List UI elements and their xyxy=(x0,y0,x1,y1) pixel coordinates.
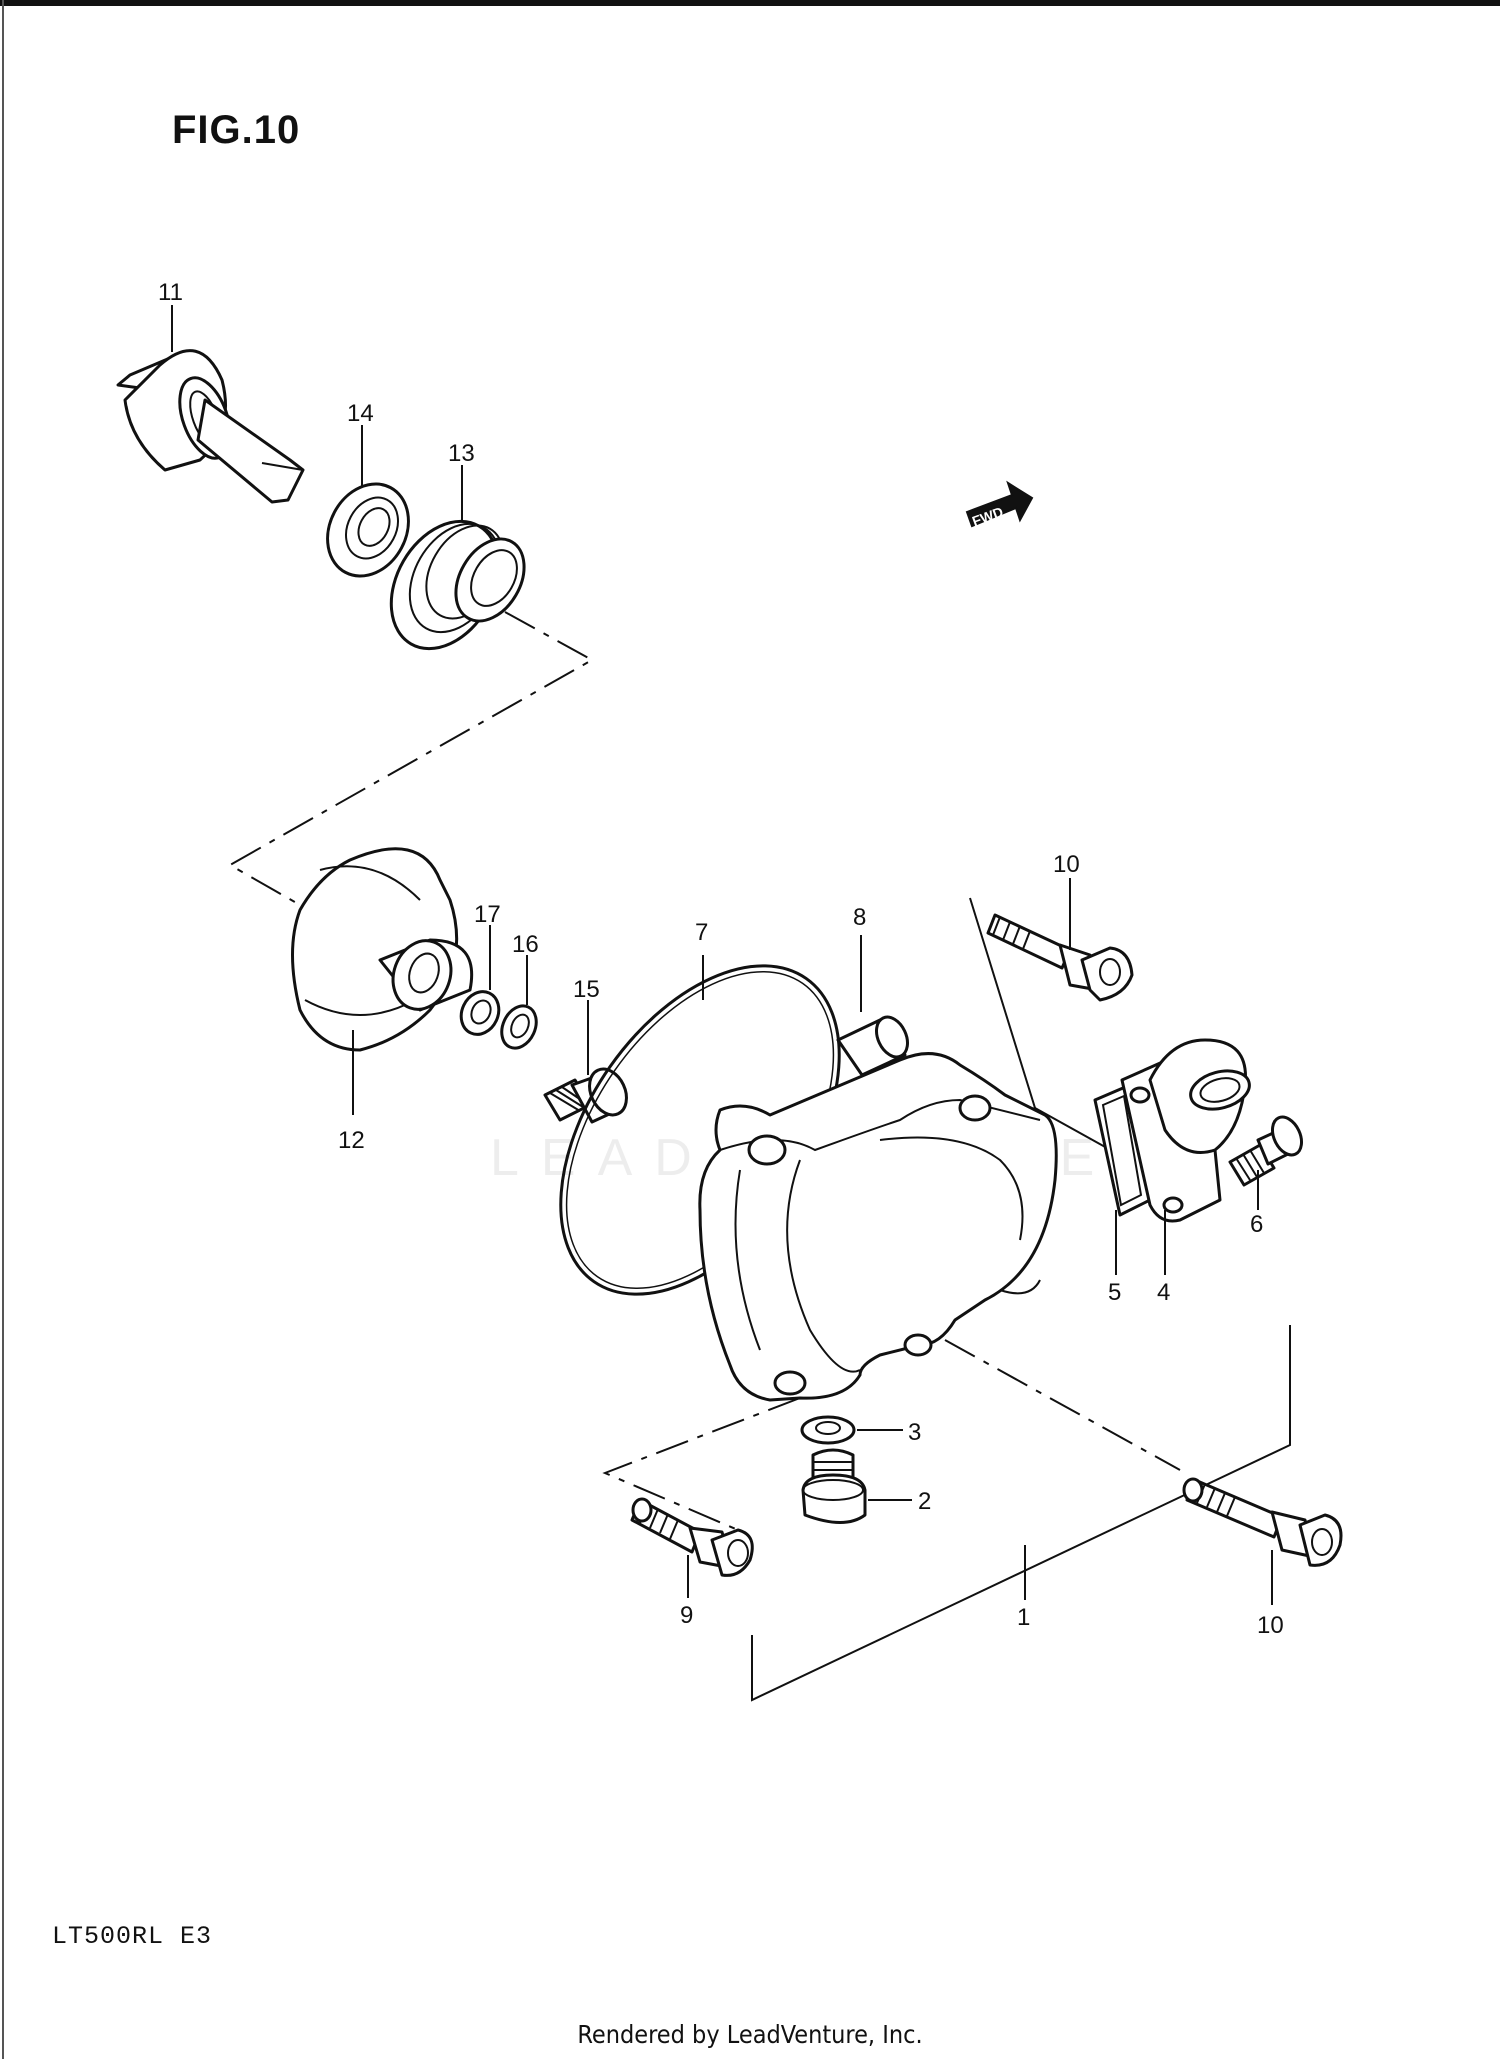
fwd-label: FWD xyxy=(970,503,1005,529)
inlet-pipe-part-4[interactable] xyxy=(1120,1038,1254,1275)
callout-9: 9 xyxy=(680,1602,693,1629)
callout-17: 17 xyxy=(474,901,501,928)
figure-title: FIG.10 xyxy=(172,108,301,152)
forward-direction-arrow: FWD xyxy=(965,480,1034,529)
callout-16: 16 xyxy=(512,931,539,958)
oil-seal-part-14[interactable] xyxy=(312,425,424,590)
drain-bolt-part-2[interactable] xyxy=(801,1448,912,1524)
footer-credit: Rendered by LeadVenture, Inc. xyxy=(577,2020,923,2049)
callout-15: 15 xyxy=(573,976,600,1003)
washer-part-3[interactable] xyxy=(800,1415,903,1445)
callout-10-lower: 10 xyxy=(1257,1612,1284,1639)
top-border-line xyxy=(0,0,1500,6)
impeller-bolt-part-15[interactable] xyxy=(543,1000,634,1124)
mechanical-seal-part-13[interactable] xyxy=(369,465,538,668)
impeller-part-12[interactable] xyxy=(291,847,474,1115)
water-pump-cover-part-1[interactable] xyxy=(698,1052,1291,1702)
washer-part-16[interactable] xyxy=(495,955,543,1054)
callout-8: 8 xyxy=(853,904,866,931)
bolt-part-9[interactable] xyxy=(630,1497,754,1598)
callout-1: 1 xyxy=(1017,1604,1030,1631)
callout-6: 6 xyxy=(1250,1211,1263,1238)
callout-13: 13 xyxy=(448,440,475,467)
bolt-part-6[interactable] xyxy=(1228,1112,1307,1210)
bolt-part-10-lower[interactable] xyxy=(1182,1477,1343,1605)
callout-labels: 11 14 13 17 16 15 12 7 8 10 6 5 4 3 2 9 … xyxy=(158,279,1284,1639)
callout-12: 12 xyxy=(338,1127,365,1154)
callout-14: 14 xyxy=(347,400,374,427)
callout-11: 11 xyxy=(158,279,183,306)
callout-5: 5 xyxy=(1108,1279,1121,1306)
callout-10-upper: 10 xyxy=(1053,851,1080,878)
callout-4: 4 xyxy=(1157,1279,1170,1306)
washer-part-17[interactable] xyxy=(454,925,505,1041)
left-border-line xyxy=(2,0,4,2059)
assembly-lines xyxy=(227,611,1181,1534)
pump-shaft-part-11[interactable] xyxy=(116,305,305,504)
callout-3: 3 xyxy=(908,1419,921,1446)
model-code: LT500RL E3 xyxy=(52,1922,213,1951)
callout-2: 2 xyxy=(918,1488,931,1515)
dowel-pin-part-8[interactable] xyxy=(836,935,914,1077)
bolt-part-10-upper[interactable] xyxy=(986,878,1134,1002)
callout-7: 7 xyxy=(695,919,708,946)
